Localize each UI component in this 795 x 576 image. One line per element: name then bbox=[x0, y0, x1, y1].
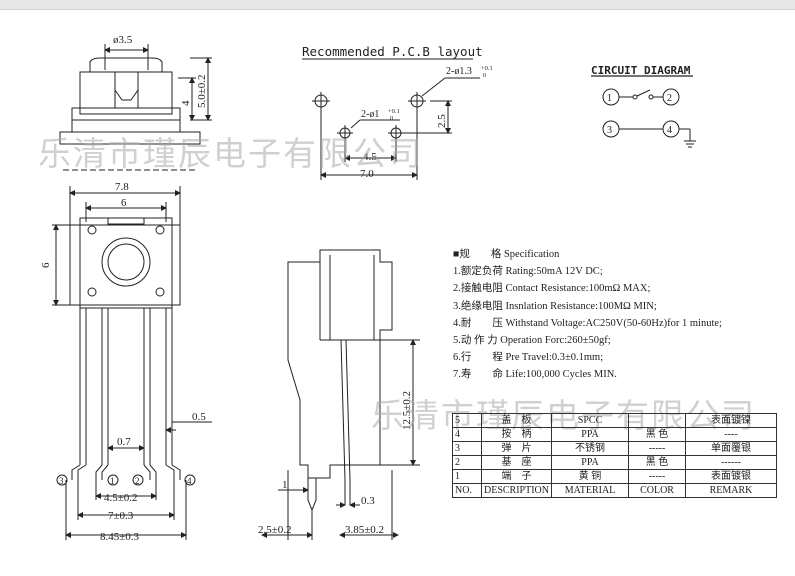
cell-color: ----- bbox=[628, 441, 687, 456]
table-row: 1 端 子 黄 铜 ----- 表面镀银 bbox=[452, 469, 778, 484]
terminal-2-label: 2 bbox=[667, 93, 672, 104]
side-dim-25-label: 2.5±0.2 bbox=[258, 524, 292, 536]
header-remark: REMARK bbox=[685, 483, 778, 498]
hole-small-label: 2-ø1 bbox=[361, 109, 379, 120]
spec-header: ■规 格 Specification bbox=[453, 249, 560, 260]
pin-1-label: 1 bbox=[110, 476, 115, 486]
cell-color: 黑 色 bbox=[628, 427, 687, 442]
table-row: 4 按 柄 PPA 黑 色 ---- bbox=[452, 427, 778, 442]
dim-width-label: 7.8 bbox=[115, 181, 129, 193]
cell-remark: ------ bbox=[685, 455, 778, 470]
cell-material: 不锈钢 bbox=[551, 441, 630, 456]
header-description: DESCRIPTION bbox=[480, 483, 553, 498]
cell-remark: ---- bbox=[685, 427, 778, 442]
top-bar bbox=[0, 0, 795, 10]
spec-line: 1.额定负荷 Rating:50mA 12V DC; bbox=[453, 266, 603, 278]
hole-large-label: 2-ø1.3 bbox=[446, 66, 472, 77]
cell-color: 黑 色 bbox=[628, 455, 687, 470]
cell-remark: 表面镀镍 bbox=[685, 413, 778, 428]
cell-no: 5 bbox=[452, 413, 482, 428]
header-color: COLOR bbox=[628, 483, 687, 498]
cell-no: 3 bbox=[452, 441, 482, 456]
side-dim-03-label: 0.3 bbox=[361, 495, 375, 507]
table-row: 2 基 座 PPA 黑 色 ------ bbox=[452, 455, 778, 470]
pin-4-label: 4 bbox=[187, 476, 192, 486]
dim-pitch-v-label: 2.5 bbox=[436, 114, 448, 128]
cell-remark: 表面镀银 bbox=[685, 469, 778, 484]
dim-inner-label: 4.5 bbox=[363, 151, 377, 163]
top-view bbox=[59, 44, 212, 171]
spec-line: 6.行 程 Pre Travel:0.3±0.1mm; bbox=[453, 352, 604, 364]
cell-material: PPA bbox=[551, 455, 630, 470]
side-view bbox=[261, 249, 420, 540]
dim-outer-label: 7.0 bbox=[360, 168, 374, 180]
terminal-3-label: 3 bbox=[607, 125, 612, 136]
spec-line: 3.绝缘电阻 Insnlation Resistance:100MΩ MIN; bbox=[453, 300, 657, 312]
terminal-1-label: 1 bbox=[607, 93, 612, 104]
cell-description: 按 柄 bbox=[480, 427, 553, 442]
cell-material: PPA bbox=[551, 427, 630, 442]
cell-no: 2 bbox=[452, 455, 482, 470]
cell-no: 4 bbox=[452, 427, 482, 442]
spec-line: 7.寿 命 Life:100,000 Cycles MIN. bbox=[453, 369, 617, 381]
spec-line: 5.动 作 力 Operation Forc:260±50gf; bbox=[453, 335, 611, 347]
dim-7-label: 7±0.3 bbox=[108, 510, 134, 522]
table-header-row: NO. DESCRIPTION MATERIAL COLOR REMARK bbox=[452, 483, 778, 498]
dim-inner-6-label: 6 bbox=[121, 197, 127, 209]
dim-diameter-label: ø3.5 bbox=[113, 34, 133, 46]
dim-side-6-label: 6 bbox=[40, 262, 52, 268]
side-dim-385-label: 3.85±0.2 bbox=[345, 524, 384, 536]
cell-color: ----- bbox=[628, 469, 687, 484]
pin-3-label: 3 bbox=[59, 476, 64, 486]
side-dim-1-label: 1 bbox=[282, 479, 288, 491]
spec-line: 4.耐 压 Withstand Voltage:AC250V(50-60Hz)f… bbox=[453, 317, 722, 329]
cell-description: 端 子 bbox=[480, 469, 553, 484]
cell-color bbox=[628, 413, 687, 428]
cell-remark: 单面覆银 bbox=[685, 441, 778, 456]
spec-line: 2.接触电阻 Contact Resistance:100mΩ MAX; bbox=[453, 283, 651, 295]
circuit-diagram bbox=[591, 75, 696, 148]
pcb-layout bbox=[302, 58, 480, 180]
bill-of-materials-table: 5 盖 板 SPCC 表面镀镍 4 按 柄 PPA 黑 色 ---- 3 弹 片… bbox=[452, 413, 778, 498]
dim-4-label: 4 bbox=[180, 100, 192, 106]
side-height-label: 12.5±0.2 bbox=[401, 391, 413, 430]
cell-description: 盖 板 bbox=[480, 413, 553, 428]
cell-material: SPCC bbox=[551, 413, 630, 428]
hole-large-tol2: 0 bbox=[483, 72, 486, 79]
dim-pin-label: 0.5 bbox=[192, 411, 206, 423]
hole-small-tol2: 0 bbox=[390, 115, 393, 122]
cell-description: 基 座 bbox=[480, 455, 553, 470]
watermark-top: 乐清市瑾辰电子有限公司 bbox=[38, 134, 423, 173]
hole-large-tol: +0.1 bbox=[481, 65, 493, 72]
circuit-title: CIRCUIT DIAGRAM bbox=[591, 64, 691, 77]
cell-description: 弹 片 bbox=[480, 441, 553, 456]
hole-small-tol: +0.1 bbox=[388, 108, 400, 115]
table-row: 3 弹 片 不锈钢 ----- 单面覆银 bbox=[452, 441, 778, 456]
header-no: NO. bbox=[452, 483, 482, 498]
front-view bbox=[52, 186, 212, 540]
header-material: MATERIAL bbox=[551, 483, 630, 498]
cell-no: 1 bbox=[452, 469, 482, 484]
dim-45-label: 4.5±0.2 bbox=[104, 492, 138, 504]
terminal-4-label: 4 bbox=[667, 125, 672, 136]
cell-material: 黄 铜 bbox=[551, 469, 630, 484]
table-row: 5 盖 板 SPCC 表面镀镍 bbox=[452, 413, 778, 428]
dim-845-label: 8.45±0.3 bbox=[100, 531, 140, 543]
pcb-title: Recommended P.C.B layout bbox=[302, 44, 483, 59]
dim-gap-label: 0.7 bbox=[117, 436, 131, 448]
dim-height-label: 5.0±0.2 bbox=[196, 74, 208, 108]
specification-block: ■规 格 Specification 1.额定负荷 Rating:50mA 12… bbox=[453, 246, 793, 384]
pin-2-label: 2 bbox=[135, 476, 140, 486]
